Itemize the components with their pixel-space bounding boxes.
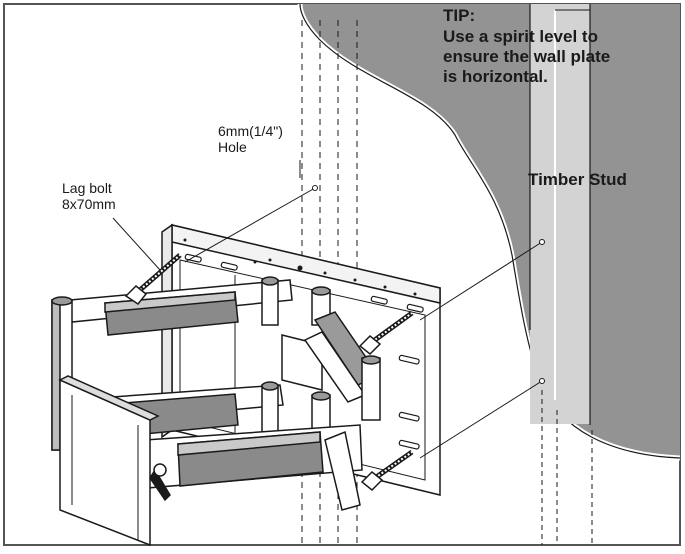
- hole-label-line-2: Hole: [218, 139, 247, 155]
- leader-lines: [112, 160, 545, 459]
- lag-bolt-left: [124, 253, 182, 306]
- tip-line-2: ensure the wall plate: [443, 47, 611, 66]
- tip-line-3: is horizontal.: [443, 67, 548, 86]
- tip-heading: TIP:: [443, 6, 476, 25]
- lag-bolt-upper-right: [358, 310, 414, 356]
- bolt-label-line-2: 8x70mm: [62, 196, 116, 212]
- mounting-arm: [51, 276, 381, 547]
- lag-bolt-lower-right: [360, 449, 414, 492]
- bolt-label-line-1: Lag bolt: [62, 180, 112, 196]
- hole-label-line-1: 6mm(1/4"): [218, 123, 283, 139]
- tip-line-1: Use a spirit level to: [443, 27, 598, 46]
- timber-stud: [529, 4, 591, 425]
- timber-stud-label: Timber Stud: [528, 170, 627, 189]
- stud-guides: [541, 390, 593, 545]
